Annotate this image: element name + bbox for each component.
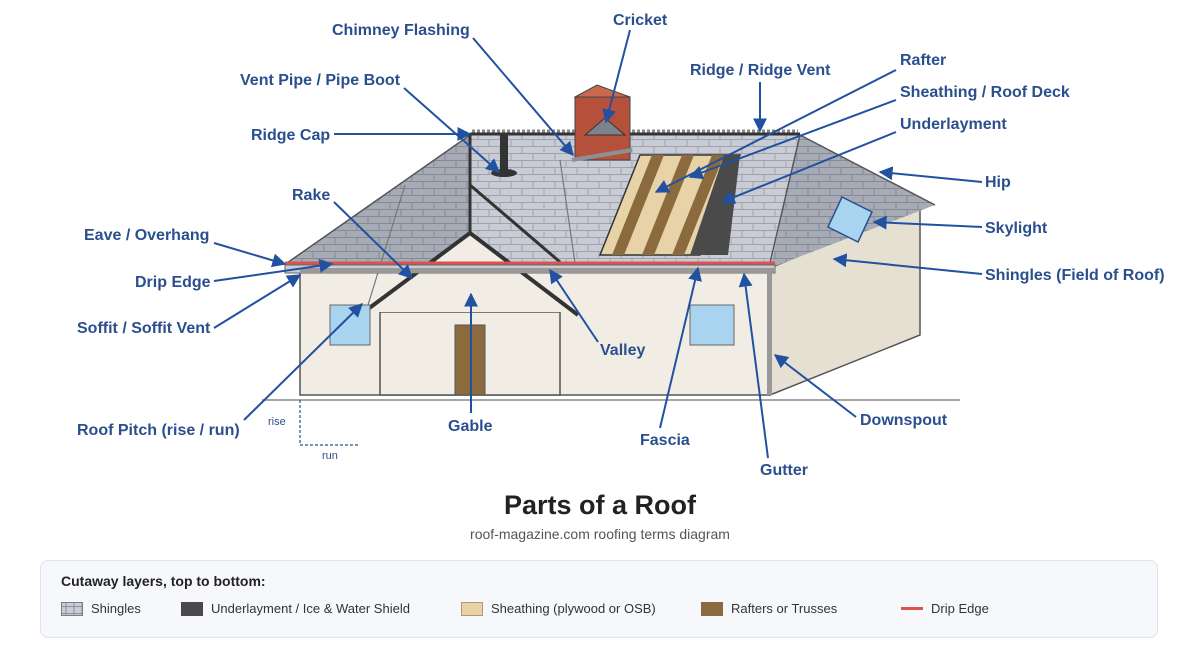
legend-label: Underlayment / Ice & Water Shield	[211, 601, 410, 616]
legend-item-rafters: Rafters or Trusses	[701, 601, 837, 616]
window-right	[689, 304, 735, 346]
arrow-rake	[333, 201, 414, 279]
label-cricket: Cricket	[613, 12, 668, 29]
label-ridge-vent: Ridge / Ridge Vent	[690, 62, 831, 79]
legend-item-sheathing: Sheathing (plywood or OSB)	[461, 601, 656, 616]
label-gable: Gable	[448, 418, 493, 435]
label-skylight: Skylight	[985, 220, 1048, 237]
arrow-downspout	[773, 354, 857, 418]
label-ridge-cap: Ridge Cap	[251, 127, 330, 144]
drip-edge-line-icon	[901, 607, 923, 610]
underlayment-swatch	[181, 601, 203, 616]
arrow-drip-edge	[213, 258, 334, 282]
label-soffit: Soffit / Soffit Vent	[77, 320, 211, 337]
label-vent-pipe: Vent Pipe / Pipe Boot	[240, 72, 401, 89]
pipe-boot	[491, 169, 517, 177]
underlayment-cutaway	[690, 155, 740, 255]
diagram-subtitle: roof-magazine.com roofing terms diagram	[470, 526, 730, 542]
arrow-eave	[213, 242, 287, 268]
chimney-flashing	[571, 148, 633, 162]
label-rake: Rake	[292, 187, 330, 204]
rafter-strip-1	[612, 155, 664, 255]
rafter-strip-3	[672, 155, 724, 255]
label-eave: Eave / Overhang	[84, 227, 209, 244]
window-left	[329, 304, 371, 346]
label-downspout: Downspout	[860, 412, 948, 429]
label-underlayment: Underlayment	[900, 116, 1007, 133]
rise-label: rise	[268, 416, 286, 428]
legend-panel: Cutaway layers, top to bottom: Shingles …	[40, 560, 1158, 638]
legend-item-underlayment: Underlayment / Ice & Water Shield	[181, 601, 410, 616]
hip-line-right	[799, 134, 936, 206]
arrow-chimney-flashing	[472, 37, 574, 157]
legend-title: Cutaway layers, top to bottom:	[61, 573, 266, 589]
cricket-shape	[583, 117, 627, 136]
run-label: run	[322, 450, 338, 462]
shingles-swatch	[61, 601, 83, 616]
arrow-roof-pitch	[243, 303, 363, 421]
legend-label: Sheathing (plywood or OSB)	[491, 601, 656, 616]
valley-line	[559, 159, 576, 264]
roof-diagram: rise run Chimney Flashing Cricket Ridge …	[77, 12, 1165, 479]
vent-pipe	[500, 135, 508, 172]
arrow-gutter	[738, 272, 769, 459]
legend-label: Rafters or Trusses	[731, 601, 838, 616]
arrow-underlayment	[720, 131, 897, 204]
legend-item-drip-edge: Drip Edge	[901, 601, 989, 616]
legend-label: Drip Edge	[931, 601, 989, 616]
arrow-sheathing	[688, 99, 897, 180]
label-rafter: Rafter	[900, 52, 946, 69]
arrow-hip	[878, 166, 983, 183]
downspout	[767, 270, 772, 395]
label-sheathing: Sheathing / Roof Deck	[900, 84, 1070, 101]
truss-right	[469, 183, 561, 264]
arrow-fascia	[659, 266, 702, 429]
hip-line-left	[286, 134, 471, 264]
arrow-vent-pipe	[403, 87, 501, 173]
hip-shade-left	[367, 184, 406, 306]
arrow-shingles-field	[832, 253, 983, 275]
label-gutter: Gutter	[760, 462, 808, 479]
rafter-swatch	[701, 601, 723, 616]
arrow-cricket	[602, 29, 631, 124]
label-roof-pitch: Roof Pitch (rise / run)	[77, 422, 240, 439]
sheathing-swatch	[461, 601, 483, 616]
label-fascia: Fascia	[640, 432, 690, 449]
label-valley: Valley	[600, 342, 645, 359]
arrow-skylight	[872, 215, 983, 230]
label-chimney-flashing: Chimney Flashing	[332, 22, 470, 39]
skylight-window	[827, 195, 873, 244]
label-hip: Hip	[985, 174, 1011, 191]
arrow-soffit	[213, 274, 302, 329]
label-shingles-field: Shingles (Field of Roof)	[985, 267, 1165, 284]
legend-label: Shingles	[91, 601, 141, 616]
diagram-title: Parts of a Roof	[503, 490, 697, 520]
hip-line-front	[769, 134, 801, 264]
arrow-valley	[549, 268, 599, 343]
label-drip-edge: Drip Edge	[135, 274, 211, 291]
legend-item-shingles: Shingles	[61, 601, 141, 616]
